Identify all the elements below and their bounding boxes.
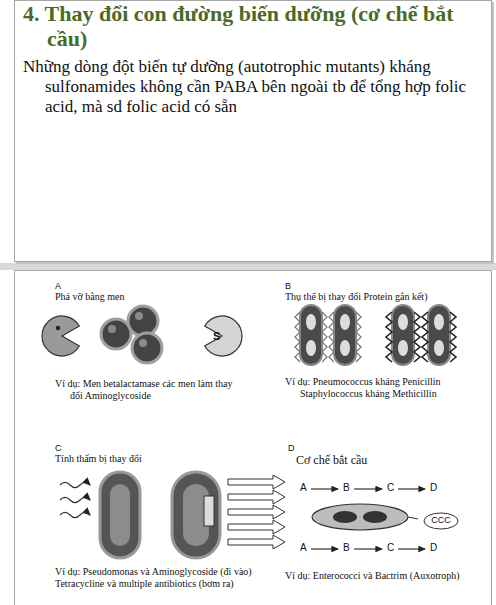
efflux-arrow <box>228 475 285 489</box>
bacterium-cell <box>312 504 408 530</box>
slide-frame <box>15 271 492 605</box>
drug-wave <box>60 513 90 518</box>
efflux-arrow <box>228 535 285 549</box>
bacterium-rod <box>295 305 327 365</box>
antibiotic-cells <box>108 325 116 333</box>
bacterium-rod <box>295 312 300 362</box>
bacterium-rod <box>386 305 420 365</box>
bacterium-rod <box>434 314 444 330</box>
panel-heading: Thụ thể bị thay đổi Protein gắn kết) <box>285 291 427 303</box>
pathway-letter: C <box>387 482 394 494</box>
bacterium-cell <box>333 511 357 523</box>
panel-heading: Cơ chế bắt cầu <box>296 453 367 467</box>
slide-panel: 4. Thay đổi con đường biến dưỡng (cơ chế… <box>14 0 492 262</box>
symbol-letter: S <box>213 330 220 343</box>
caption: Ví dụ: Men betalactamase các men làm tha… <box>55 378 245 402</box>
slide-gap <box>0 263 496 270</box>
drug-wave <box>60 483 90 518</box>
panel-heading: Phá vỡ bằng men <box>55 291 124 303</box>
bacterium-rod <box>322 312 327 362</box>
slide-body: Những dòng đột biến tự dưỡng (autotrophi… <box>23 57 483 117</box>
bacterium-rod <box>329 305 361 365</box>
bacterium-rod <box>450 312 456 362</box>
antibiotic-cells <box>139 339 147 347</box>
panel-letter: A <box>55 281 61 292</box>
pathway-letter: B <box>343 482 350 494</box>
panel-letter: B <box>285 281 291 292</box>
antibiotic-cells <box>132 333 162 363</box>
node-text: CCC <box>423 516 459 526</box>
bacterium-rod <box>100 472 140 558</box>
efflux-arrow <box>228 505 285 519</box>
drug-wave <box>60 483 90 488</box>
pathway-letter: A <box>300 482 307 494</box>
bacterium-rod <box>356 312 361 362</box>
bacterium-cell <box>363 511 387 523</box>
bacterium-rod <box>204 496 214 526</box>
pathway-arrow <box>398 488 425 489</box>
caption: Ví dụ: Pseudomonas và Aminoglycoside (đi… <box>55 566 280 590</box>
bacterium-rod <box>398 340 408 356</box>
pathway-arrow <box>354 488 382 489</box>
pathway-arrow <box>311 489 425 549</box>
bacterium-rod <box>414 312 420 362</box>
panel-letter: C <box>55 443 62 454</box>
panel-letter: D <box>288 443 295 454</box>
pathway-arrow <box>311 548 338 549</box>
pathway-letter: D <box>430 482 437 494</box>
antibiotic-cells <box>128 306 158 336</box>
pathway-arrow <box>311 488 338 489</box>
bacterium-cell <box>312 504 418 530</box>
antibiotic-cells <box>101 319 131 349</box>
pathway-arrow <box>354 548 382 549</box>
pathway-letter: D <box>430 542 437 554</box>
pathway-letter: A <box>300 542 307 554</box>
efflux-arrow <box>228 475 285 549</box>
caption: Ví dụ: Enterococci và Bactrim (Auxotroph… <box>285 570 490 582</box>
enzyme-pacman <box>205 316 242 356</box>
enzyme-pacman <box>42 316 79 356</box>
bacterium-rod <box>340 340 350 356</box>
bacterium-rod <box>172 472 220 558</box>
bacterium-rod <box>100 472 140 558</box>
pathway-letter: B <box>343 542 350 554</box>
bacterium-rod <box>329 312 334 362</box>
product-ellipse: CCC <box>423 512 459 530</box>
efflux-arrow <box>228 520 285 534</box>
bacterium-rod <box>306 340 316 356</box>
efflux-arrow <box>228 490 285 504</box>
bacterium-rod <box>386 312 392 362</box>
bacterium-rod <box>334 305 356 365</box>
enzyme-pacman <box>56 326 60 330</box>
enzyme-pacman <box>205 316 242 356</box>
antibiotic-cells <box>101 306 162 363</box>
caption: Ví dụ: Pneumococcus kháng Penicillin Sta… <box>285 376 460 400</box>
bacterium-rod <box>434 340 444 356</box>
bacterium-rod <box>172 472 220 558</box>
bacterium-rod <box>422 312 428 362</box>
bacterium-rod <box>392 305 414 365</box>
enzyme-pacman <box>42 316 79 356</box>
bacterium-rod <box>306 314 316 330</box>
pathway-letter: C <box>387 542 394 554</box>
ellipse-outline <box>424 513 458 529</box>
pathway-arrow <box>398 548 425 549</box>
drug-wave <box>60 498 90 503</box>
panel-heading: Tính thấm bị thay đổi <box>55 453 142 465</box>
bacterium-rod <box>300 305 322 365</box>
slide-title: 4. Thay đổi con đường biến dưỡng (cơ chế… <box>23 2 487 51</box>
bacterium-rod <box>428 305 450 365</box>
bacterium-rod <box>398 314 408 330</box>
bacterium-cell <box>408 517 418 519</box>
bacterium-rod <box>340 314 350 330</box>
bacterium-rod <box>110 484 130 546</box>
antibiotic-cells <box>135 312 143 320</box>
bacterium-rod <box>422 305 456 365</box>
